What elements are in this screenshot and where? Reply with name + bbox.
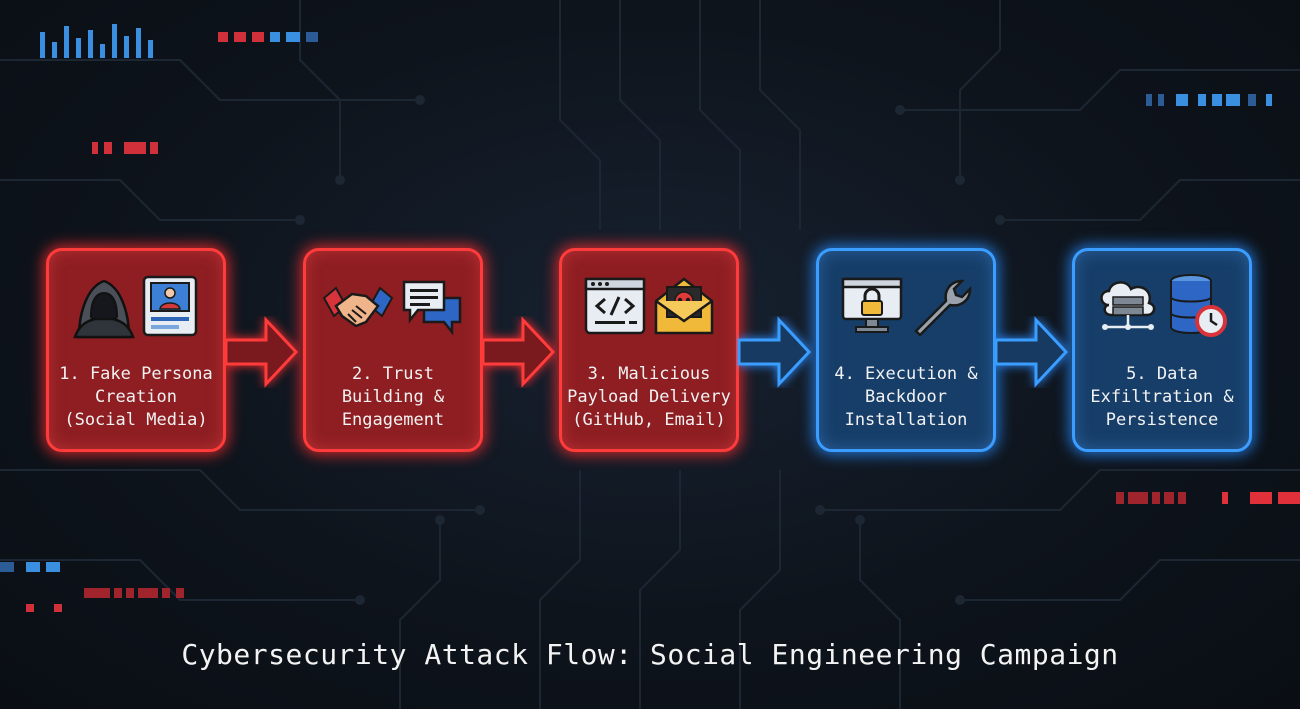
stage-4-label: 4. Execution & Backdoor Installation — [834, 364, 978, 430]
flow-arrow-4 — [994, 316, 1069, 388]
database-clock-icon — [1170, 274, 1227, 337]
stage-5-box: 5. Data Exfiltration & Persistence — [1072, 248, 1252, 452]
flow-arrow-2 — [481, 316, 556, 388]
stage-3-label: 3. Malicious Payload Delivery (GitHub, E… — [567, 364, 731, 430]
handshake-icon — [322, 286, 394, 328]
cloud-server-icon — [1100, 281, 1156, 330]
code-window-icon — [584, 277, 646, 335]
stage-4-box: 4. Execution & Backdoor Installation — [816, 248, 996, 452]
stage-5-label: 5. Data Exfiltration & Persistence — [1090, 364, 1234, 430]
wrench-icon — [914, 279, 972, 337]
locked-monitor-icon — [841, 277, 903, 333]
skull-envelope-icon — [654, 277, 714, 335]
stage-2-label: 2. Trust Building & Engagement — [341, 364, 445, 430]
flow-arrow-1 — [224, 316, 299, 388]
stage-2-box: 2. Trust Building & Engagement — [303, 248, 483, 452]
chat-bubbles-icon — [402, 280, 462, 336]
id-card-icon — [142, 275, 198, 337]
hacker-hood-icon — [73, 279, 135, 339]
stage-1-box: 1. Fake Persona Creation (Social Media) — [46, 248, 226, 452]
flow-arrow-3 — [737, 316, 812, 388]
diagram-title: Cybersecurity Attack Flow: Social Engine… — [181, 638, 1119, 671]
stage-1-label: 1. Fake Persona Creation (Social Media) — [59, 364, 213, 430]
stage-3-box: 3. Malicious Payload Delivery (GitHub, E… — [559, 248, 739, 452]
